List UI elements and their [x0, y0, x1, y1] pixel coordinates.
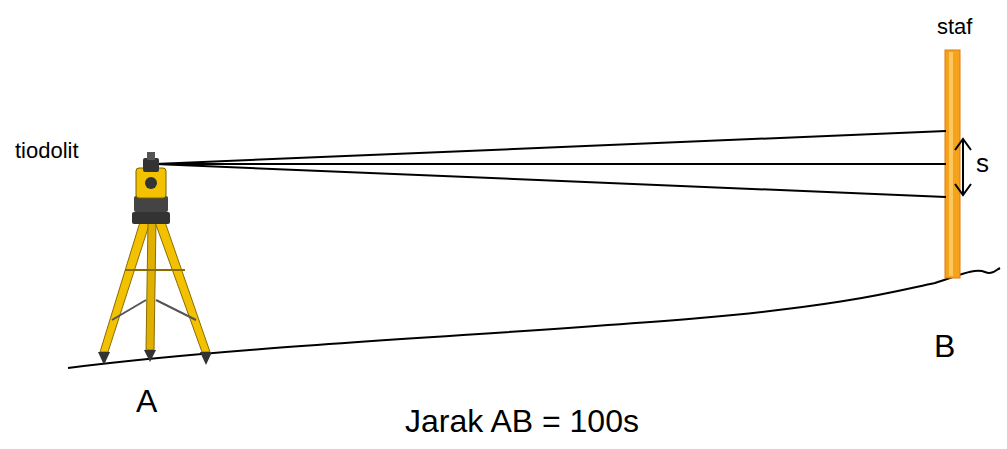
staff-label: staf	[937, 16, 972, 38]
formula-text: Jarak AB = 100s	[405, 405, 639, 437]
ground-line	[68, 268, 1000, 368]
point-label: B	[934, 330, 955, 362]
instrument-label: tiodolit	[15, 140, 79, 162]
dimension-label: s	[976, 150, 989, 176]
theodolite	[134, 152, 168, 212]
point-label: A	[136, 385, 157, 417]
dimension-arrow	[955, 139, 971, 195]
staff-highlight	[949, 52, 953, 276]
staff-rod	[945, 50, 960, 278]
tripod	[98, 212, 212, 365]
sight-lines	[155, 131, 946, 197]
